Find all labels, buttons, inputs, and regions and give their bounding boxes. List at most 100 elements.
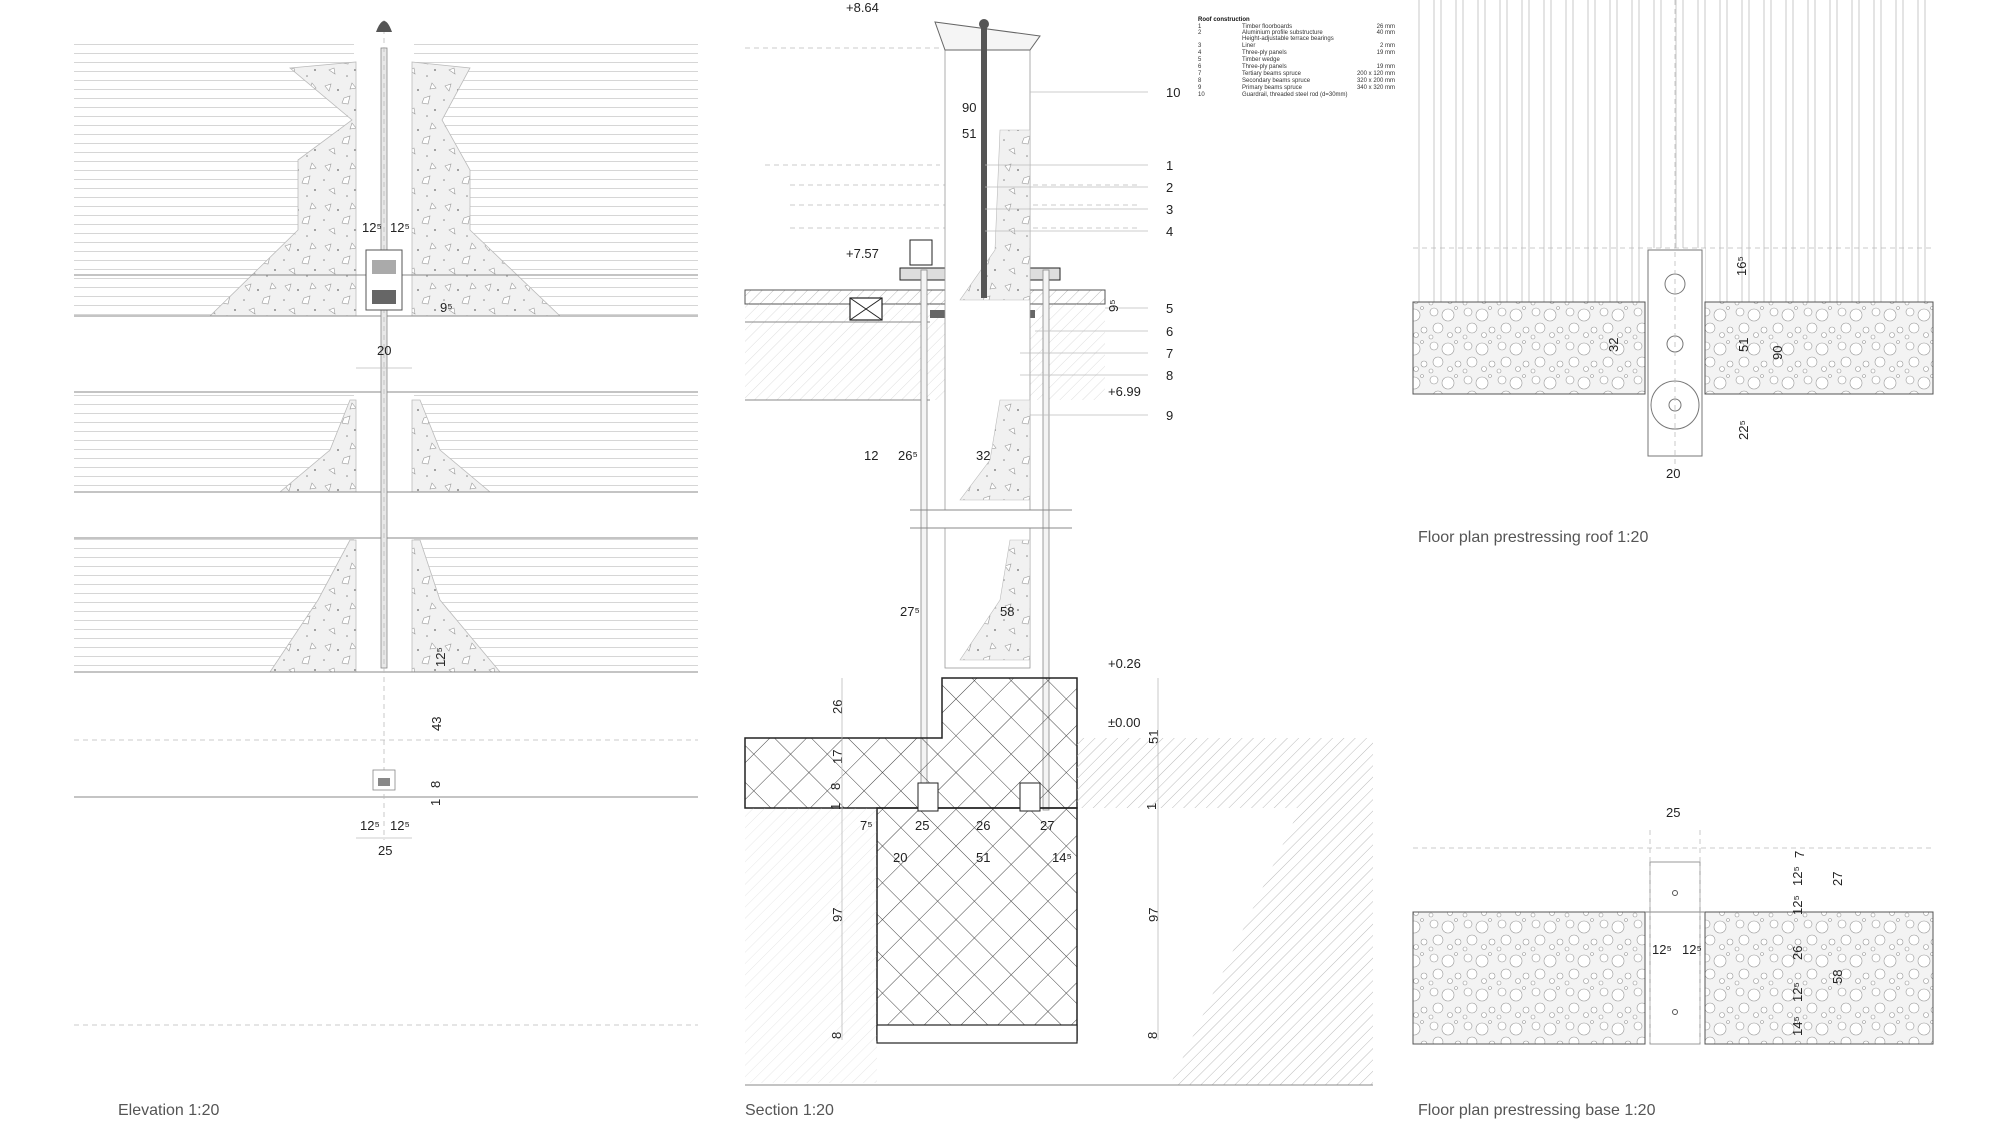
dim-label: 20 <box>893 850 907 865</box>
gravel-fill <box>1412 911 1646 1045</box>
dim-label: 25 <box>378 843 392 858</box>
svg-text:4: 4 <box>1198 50 1202 56</box>
ground-hatch <box>1170 808 1373 1085</box>
legend-row: 9 Primary beams spruce 340 x 320 mm <box>1198 85 1395 91</box>
dim-label: 51 <box>1736 338 1751 352</box>
callout-number: 10 <box>1166 85 1180 100</box>
legend-row: 8 Secondary beams spruce 320 x 200 mm <box>1198 78 1395 84</box>
svg-text:7: 7 <box>1198 71 1202 77</box>
caption-elevation: Elevation 1:20 <box>118 1102 220 1119</box>
section-annotations: +8.64 +7.57 +6.99 +0.26 ±0.00 10 1 2 3 4… <box>828 0 1180 1040</box>
dim-label: 9⁵ <box>440 300 453 315</box>
gravel-stack <box>411 399 492 493</box>
gravel-fill <box>1704 301 1934 395</box>
legend-row: 10 Guardrail, threaded steel rod (d=30mm… <box>1198 92 1348 98</box>
svg-text:Three-ply panels: Three-ply panels <box>1242 50 1287 56</box>
dim-label: 51 <box>962 126 976 141</box>
dim-label: 12⁵ <box>1682 942 1702 957</box>
svg-text:320 x 200 mm: 320 x 200 mm <box>1357 78 1395 84</box>
svg-text:5: 5 <box>1198 57 1202 63</box>
dim-label: 12⁵ <box>1652 942 1672 957</box>
dim-label: 12⁵ <box>390 818 410 833</box>
svg-text:8: 8 <box>1198 78 1202 84</box>
callout-number: 1 <box>1166 158 1173 173</box>
dim-label: 22⁵ <box>1736 420 1751 440</box>
dim-label: 97 <box>1146 908 1161 922</box>
elevation-dimensions: 12⁵ 12⁵ 9⁵ 20 12⁵ 43 8 1 12⁵ 12⁵ 25 <box>356 220 453 858</box>
dim-label: 1 <box>1144 803 1159 810</box>
svg-text:2 mm: 2 mm <box>1380 43 1395 49</box>
dim-label: 27⁵ <box>900 604 920 619</box>
svg-text:Tertiary beams spruce: Tertiary beams spruce <box>1242 71 1302 77</box>
dim-label: 14⁵ <box>1052 850 1072 865</box>
legend-row: Height-adjustable terrace bearings <box>1242 36 1334 42</box>
dim-label: 8 <box>1145 1032 1160 1039</box>
concrete-foundation <box>876 807 1078 1041</box>
svg-text:Aluminium profile substructure: Aluminium profile substructure <box>1242 30 1323 36</box>
plan-base-drawing: 25 7 12⁵ 27 12⁵ 12⁵ 12⁵ 26 12⁵ 58 14⁵ <box>1412 805 1934 1045</box>
caption-plan-base: Floor plan prestressing base 1:20 <box>1418 1102 1656 1119</box>
dim-label: 26 <box>1790 946 1805 960</box>
section-drawing <box>744 19 1373 1086</box>
svg-text:40 mm: 40 mm <box>1377 30 1395 36</box>
gravel-stack <box>959 399 1031 501</box>
dim-label: 32 <box>976 448 990 463</box>
column-cap <box>934 21 1041 51</box>
dim-label: 58 <box>1000 604 1014 619</box>
legend-row: 7 Tertiary beams spruce 200 x 120 mm <box>1198 71 1395 77</box>
dim-label: 7⁵ <box>860 818 873 833</box>
dim-label: 8 <box>428 781 443 788</box>
level-label: +6.99 <box>1108 384 1141 399</box>
svg-text:2: 2 <box>1198 30 1202 36</box>
dim-label: 25 <box>915 818 929 833</box>
dim-label: 9⁵ <box>1106 299 1121 312</box>
gravel-stack <box>959 539 1031 661</box>
svg-text:200 x 120 mm: 200 x 120 mm <box>1357 71 1395 77</box>
dim-label: 7 <box>1792 851 1807 858</box>
level-label: +8.64 <box>846 0 879 15</box>
dim-label: 14⁵ <box>1790 1016 1805 1036</box>
dim-label: 32 <box>1606 338 1621 352</box>
legend: Roof construction 1 Timber floorboards 2… <box>1198 17 1395 98</box>
legend-row: 5 Timber wedge <box>1198 57 1280 63</box>
level-label: ±0.00 <box>1108 715 1140 730</box>
gravel-fill <box>1704 911 1934 1045</box>
svg-text:6: 6 <box>1198 64 1202 70</box>
dim-label: 12⁵ <box>390 220 410 235</box>
dim-label: 12⁵ <box>360 818 380 833</box>
dim-label: 97 <box>830 908 845 922</box>
callout-number: 3 <box>1166 202 1173 217</box>
svg-text:Liner: Liner <box>1242 43 1255 49</box>
svg-text:Height-adjustable terrace bear: Height-adjustable terrace bearings <box>1242 36 1334 42</box>
callout-number: 7 <box>1166 346 1173 361</box>
legend-row: 1 Timber floorboards 26 mm <box>1198 24 1395 30</box>
dim-label: 26 <box>976 818 990 833</box>
dim-label: 20 <box>1666 466 1680 481</box>
svg-text:3: 3 <box>1198 43 1202 49</box>
svg-text:Guardrail, threaded steel rod: Guardrail, threaded steel rod (d=30mm) <box>1242 92 1348 98</box>
dim-label: 16⁵ <box>1734 256 1749 276</box>
dim-label: 8 <box>829 1032 844 1039</box>
dim-label: 12⁵ <box>1790 895 1805 915</box>
gravel-stack <box>959 129 1031 301</box>
svg-text:1: 1 <box>1198 24 1202 30</box>
svg-text:Secondary beams spruce: Secondary beams spruce <box>1242 78 1311 84</box>
dim-label: 27 <box>1040 818 1054 833</box>
dim-label: 51 <box>976 850 990 865</box>
dim-label: 26 <box>830 700 845 714</box>
dim-label: 12 <box>864 448 878 463</box>
gravel-stack <box>411 539 501 673</box>
dim-label: 12⁵ <box>1790 866 1805 886</box>
dim-label: 20 <box>377 343 391 358</box>
dim-label: 90 <box>1770 346 1785 360</box>
rod-nut <box>376 21 392 32</box>
svg-text:26 mm: 26 mm <box>1377 24 1395 30</box>
svg-text:Three-ply panels: Three-ply panels <box>1242 64 1287 70</box>
callout-number: 6 <box>1166 324 1173 339</box>
legend-row: 2 Aluminium profile substructure 40 mm <box>1198 30 1395 36</box>
dim-label: 17 <box>830 750 845 764</box>
callout-number: 5 <box>1166 301 1173 316</box>
dim-label: 12⁵ <box>362 220 382 235</box>
elevation-drawing <box>74 20 698 1026</box>
